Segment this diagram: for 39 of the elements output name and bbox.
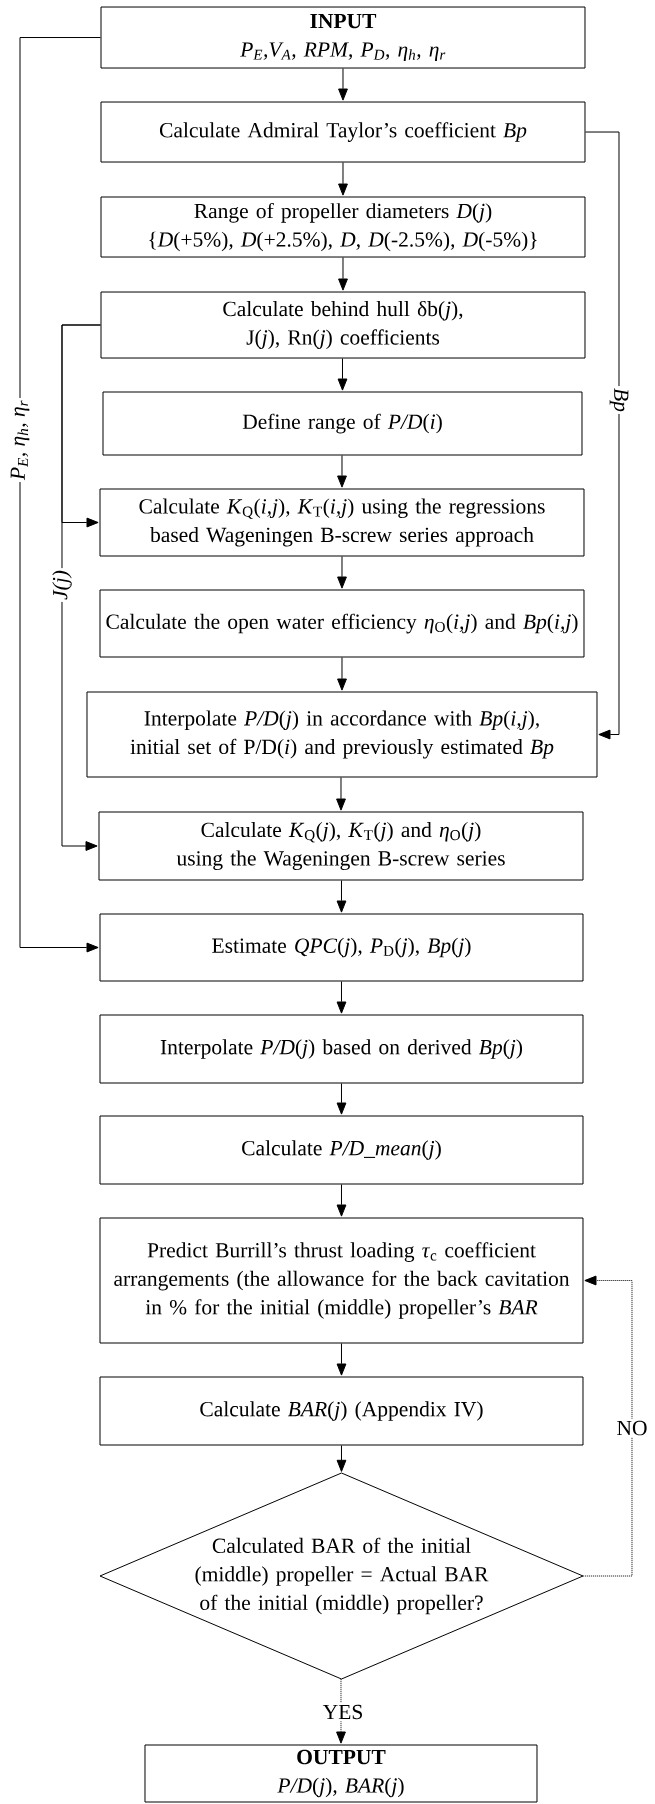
arrow [338,257,348,291]
arrow [337,455,347,488]
process-box: Predict Burrill’s thrust loading τ$_{c}$ coefficient arrangements (the allowance for the back cavitation in % for the initial (middle) propeller’s BAR [99,1217,584,1344]
process-box: INPUT P$_{E}$,V$_{A}$, RPM, P$_{D}$, η$_{h}$, η$_{r}$ [100,6,586,69]
process-box: Calculate K$_{Q}$(j), K$_{T}$(j) and η$_{O}$(j) using the Wageningen B-screw series [98,811,584,881]
process-box: Calculate behind hull δb(j), J(j), Rn(j) coefficients [100,291,586,359]
arrow [336,1343,347,1376]
process-box: Calculate P/D_mean(j) [99,1115,584,1185]
process-box: Range of propeller diameters D(j) {D(+5%), D(+2.5%), D, D(-2.5%), D(-5%)} [100,196,586,258]
process-box: Interpolate P/D(j) based on derived Bp(j) [99,1014,584,1084]
arrow [336,1083,347,1115]
process-box: Calculate the open water efficiency η$_{O}$(i,j) and Bp(i,j) [99,589,585,658]
arrow [338,68,348,101]
arrow [336,880,347,913]
arrow [337,657,347,691]
process-box: Interpolate P/D(j) in accordance with Bp(i,j), initial set of P/D(i) and previously estimated Bp [86,691,598,778]
arrow [61,324,101,851]
process-box: Calculate K$_{Q}$(i,j), K$_{T}$(i,j) using the regressions based Wageningen B-screw series approach [99,488,585,557]
arrow [336,1445,347,1472]
process-box: Calculate BAR(j) (Appendix IV) [99,1376,584,1446]
process-box: OUTPUT P/D(j), BAR(j) [144,1744,538,1803]
arrow [336,1678,346,1744]
edge-label: Bp [607,386,631,414]
arrow [337,556,347,589]
edge-label: P$_{E}$, η$_{h}$, η$_{r}$ [8,398,32,483]
process-box: Estimate QPC(j), P$_{D}$(j), Bp(j) [99,913,584,982]
arrow [337,358,348,391]
arrow [582,1275,633,1577]
edge-label: NO [614,1418,650,1438]
process-box: Define range of P/D(i) [102,391,583,456]
process-box: Calculate Admiral Taylor’s coefficient Bp [100,101,586,163]
edge-label: J(j) [50,568,74,602]
arrow [585,131,620,740]
arrow [19,37,101,953]
edge-label: YES [320,1702,366,1722]
arrow [338,162,348,196]
arrow [336,1184,347,1217]
arrow [336,981,347,1014]
arrow [336,777,346,811]
